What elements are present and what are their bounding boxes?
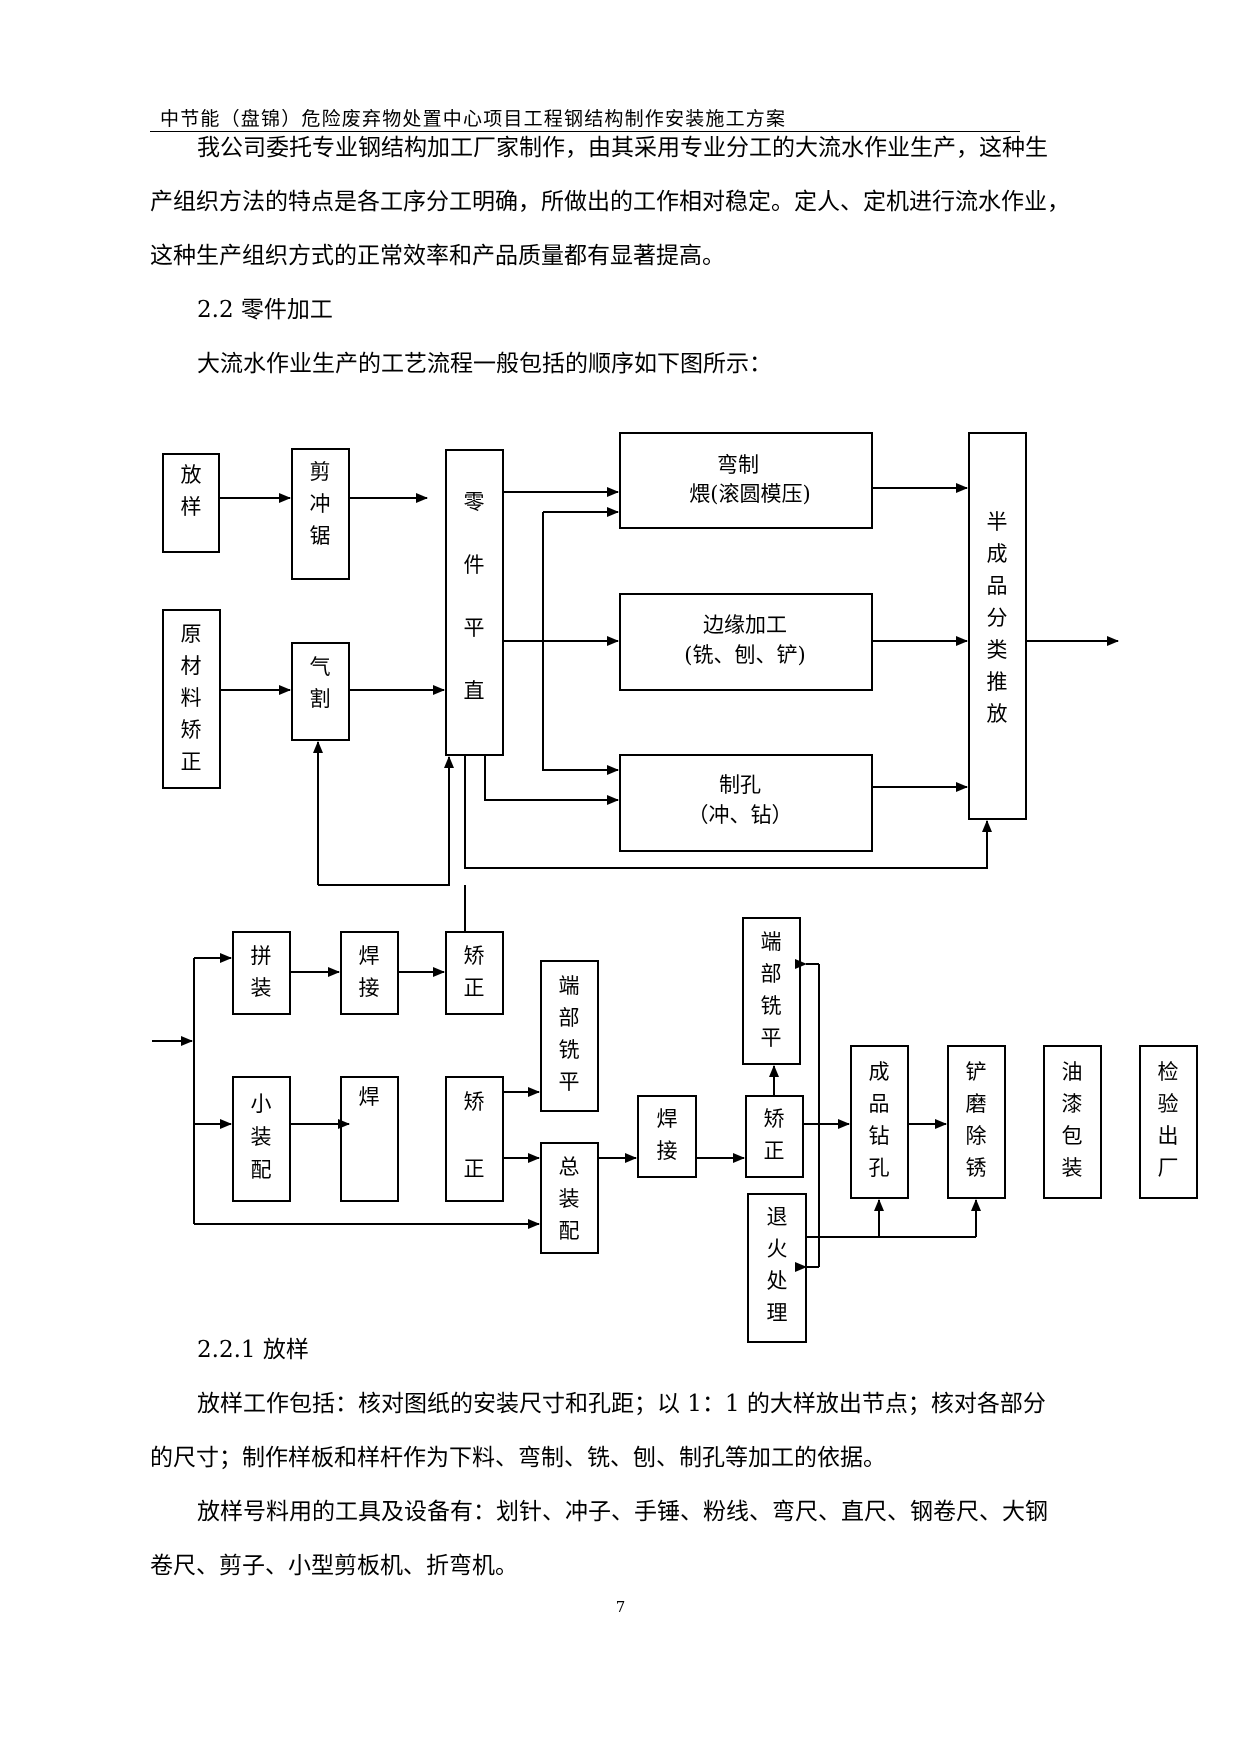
box-qige-label: 气割 xyxy=(310,655,331,711)
box-yuancailiao-label: 原材料矫正 xyxy=(181,622,202,774)
intro-paragraph: 我公司委托专业钢结构加工厂家制作，由其采用专业分工的大流水作业生产，这种生 产组… xyxy=(150,121,1120,283)
intro-line: 产组织方法的特点是各工序分工明确，所做出的工作相对稳定。定人、定机进行流水作业， xyxy=(150,189,1070,215)
box-han-2: 焊 xyxy=(340,1076,399,1202)
box-wanzhi: 弯制 煨(滚圆模压) xyxy=(619,432,873,529)
box-chanmo-chuxiu: 铲磨除锈 xyxy=(947,1045,1006,1199)
paragraph-line: 卷尺、剪子、小型剪板机、折弯机。 xyxy=(150,1553,518,1579)
box-qige: 气割 xyxy=(291,642,350,741)
box-wanzhi-line2: 煨(滚圆模压) xyxy=(689,482,810,506)
intro-line: 这种生产组织方式的正常效率和产品质量都有显著提高。 xyxy=(150,243,725,269)
box-jiaozheng-2: 矫正 xyxy=(445,1076,504,1202)
page-number: 7 xyxy=(615,1598,626,1616)
box-duanbu-1: 端部铣平 xyxy=(540,960,599,1112)
box-hanjie-1-label: 焊接 xyxy=(359,944,380,1000)
box-xiaozhuangpei-label: 小装配 xyxy=(251,1092,272,1182)
box-hanjie-1: 焊接 xyxy=(340,931,399,1015)
box-lingjian-pingzhi: 零件平直 xyxy=(445,449,504,756)
box-bianyuan: 边缘加工 (铣、刨、铲) xyxy=(619,593,873,691)
box-fangyang-label: 放样 xyxy=(181,463,202,519)
box-zhikong-line2: （冲、钻） xyxy=(688,803,793,827)
box-jiaozheng-1-label: 矫正 xyxy=(464,944,485,1000)
box-zongzhuangpei: 总装配 xyxy=(540,1142,599,1254)
paragraph-line: 放样号料用的工具及设备有：划针、冲子、手锤、粉线、弯尺、直尺、钢卷尺、大钢 xyxy=(197,1499,1048,1525)
box-duanbu-2-label: 端部铣平 xyxy=(761,930,782,1050)
box-jianyan-label: 检验出厂 xyxy=(1158,1060,1179,1180)
box-hanjie-3: 焊接 xyxy=(637,1095,697,1178)
box-xiaozhuangpei: 小装配 xyxy=(232,1076,291,1202)
box-han-2-label: 焊 xyxy=(359,1085,380,1109)
box-lingjian-label: 零件平直 xyxy=(464,490,485,703)
box-jiaozheng-1: 矫正 xyxy=(445,931,504,1015)
box-banchengpin-label: 半成品分类推放 xyxy=(987,510,1008,726)
section-heading-2-2: 2.2 零件加工 xyxy=(197,297,333,323)
fangyang-paragraph-1: 放样工作包括：核对图纸的安装尺寸和孔距；以 1：1 的大样放出节点；核对各部分 … xyxy=(150,1377,1120,1485)
section-heading-2-2-1: 2.2.1 放样 xyxy=(197,1337,309,1363)
box-chengpin-label: 成品钻孔 xyxy=(869,1060,890,1180)
box-youqi-baozhuang: 油漆包装 xyxy=(1043,1045,1102,1199)
box-fangyang: 放样 xyxy=(162,453,220,553)
paragraph-line: 的尺寸；制作样板和样杆作为下料、弯制、铣、刨、制孔等加工的依据。 xyxy=(150,1445,886,1471)
box-zhikong: 制孔 （冲、钻） xyxy=(619,754,873,852)
box-duanbu-2: 端部铣平 xyxy=(742,917,801,1065)
box-yuancailiao: 原材料矫正 xyxy=(162,609,221,789)
box-chanmo-label: 铲磨除锈 xyxy=(966,1060,987,1180)
box-zongzhuangpei-label: 总装配 xyxy=(559,1155,580,1243)
header-rule xyxy=(150,131,1020,132)
box-banchengpin: 半成品分类推放 xyxy=(968,432,1027,820)
box-jiaozheng-2-label: 矫正 xyxy=(464,1090,485,1181)
intro-line: 我公司委托专业钢结构加工厂家制作，由其采用专业分工的大流水作业生产，这种生 xyxy=(197,135,1048,161)
box-jianchongju: 剪冲锯 xyxy=(291,448,350,580)
box-zhikong-line1: 制孔 xyxy=(719,773,761,797)
box-chengpin-zuankong: 成品钻孔 xyxy=(850,1045,909,1199)
box-jianyan-chuchang: 检验出厂 xyxy=(1139,1045,1198,1199)
box-jiaozheng-3: 矫正 xyxy=(745,1095,804,1178)
box-duanbu-1-label: 端部铣平 xyxy=(559,974,580,1094)
fangyang-paragraph-2: 放样号料用的工具及设备有：划针、冲子、手锤、粉线、弯尺、直尺、钢卷尺、大钢 卷尺… xyxy=(150,1485,1120,1593)
box-bianyuan-line1: 边缘加工 xyxy=(703,613,787,637)
box-tuihuo-label: 退火处理 xyxy=(767,1205,788,1325)
box-jiaozheng-3-label: 矫正 xyxy=(764,1107,785,1163)
box-wanzhi-line1: 弯制 xyxy=(717,453,759,477)
box-pinzhuang: 拼装 xyxy=(232,931,291,1015)
box-youqi-label: 油漆包装 xyxy=(1062,1060,1083,1180)
flowchart-caption: 大流水作业生产的工艺流程一般包括的顺序如下图所示： xyxy=(197,351,772,377)
box-pinzhuang-label: 拼装 xyxy=(251,944,272,1000)
box-tuihuo: 退火处理 xyxy=(747,1193,807,1343)
box-bianyuan-line2: (铣、刨、铲) xyxy=(684,643,805,667)
paragraph-line: 放样工作包括：核对图纸的安装尺寸和孔距；以 1：1 的大样放出节点；核对各部分 xyxy=(197,1391,1046,1417)
box-hanjie-3-label: 焊接 xyxy=(657,1107,678,1163)
box-jianchongju-label: 剪冲锯 xyxy=(310,460,331,548)
running-header-title: 中节能（盘锦）危险废弃物处置中心项目工程钢结构制作安装施工方案 xyxy=(160,108,787,130)
flow-connectors xyxy=(152,483,1119,1272)
